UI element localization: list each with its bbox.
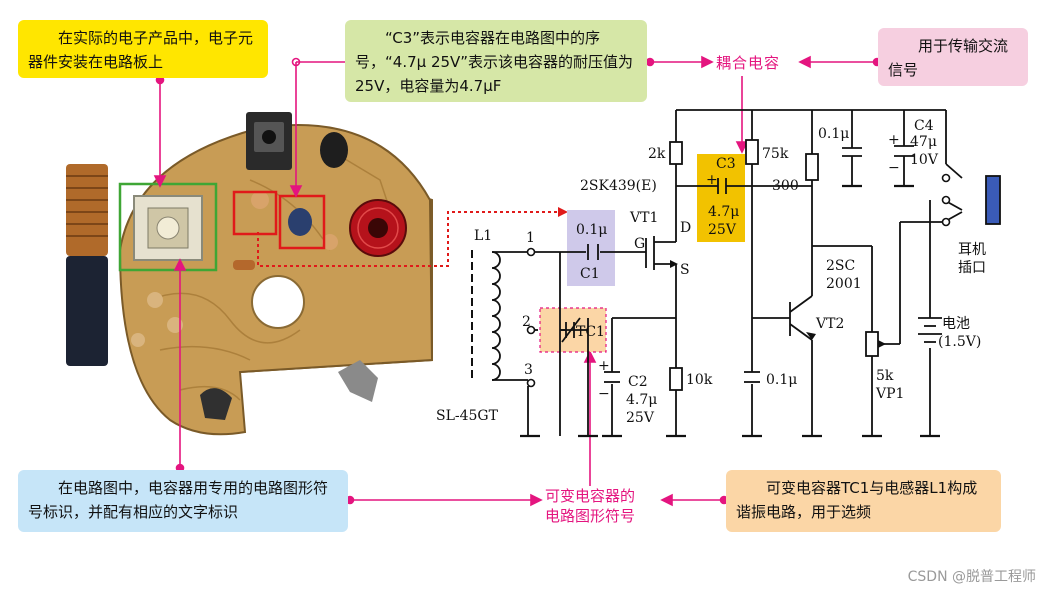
label-node1: 1	[526, 230, 535, 246]
electrolytic-capacitor	[320, 132, 348, 168]
green-highlight-box	[118, 182, 218, 272]
r-300	[805, 153, 819, 181]
r-2k	[669, 141, 683, 165]
label-c3-volt: 25V	[708, 222, 737, 238]
components	[561, 145, 942, 383]
label-vp1: VP1	[875, 386, 904, 402]
variable-label-line1: 可变电容器的	[544, 487, 635, 505]
label-node3: 3	[524, 362, 533, 378]
label-c4-val: 47μ	[910, 134, 937, 150]
label-c2-val: 4.7μ	[626, 392, 657, 408]
label-c4-volt: 10V	[910, 152, 939, 168]
label-earphone1: 耳机	[958, 242, 986, 258]
label-l1: L1	[474, 228, 492, 244]
label-r-2k: 2k	[648, 146, 666, 162]
label-vt2: VT2	[815, 316, 844, 332]
callout-symbol: 在电路图中，电容器用专用的电路图形符号标识，并配有相应的文字标识	[18, 470, 348, 532]
photo-to-c1-arrow	[257, 211, 560, 267]
label-battery-volt: (1.5V)	[938, 334, 981, 350]
vp1-resistor	[865, 331, 879, 357]
c3-highlight	[697, 154, 745, 242]
red-box-c1	[232, 190, 278, 236]
red-box-c3	[278, 194, 326, 250]
r-75k	[745, 139, 759, 165]
label-c3-val: 4.7μ	[708, 204, 739, 220]
label-r-75k: 75k	[762, 146, 789, 162]
callout-resonance: 可变电容器TC1与电感器L1构成谐振电路，用于选频	[726, 470, 1001, 532]
label-c1-val: 0.1μ	[576, 222, 607, 238]
label-c4-plus: +	[888, 132, 900, 148]
ferrite-coil	[66, 164, 108, 256]
callout-transmit: 用于传输交流信号	[878, 28, 1028, 86]
label-vt1: VT1	[629, 210, 658, 226]
callout-c3-meaning: “C3”表示电容器在电路图中的序号，“4.7μ 25V”表示该电容器的耐压值为2…	[345, 20, 647, 102]
c1-highlight	[567, 210, 615, 286]
label-vt2-model1: 2SC	[826, 258, 855, 274]
label-cap-top: 0.1μ	[818, 126, 849, 142]
label-c4-minus: −	[888, 160, 900, 176]
label-source: S	[680, 262, 690, 278]
variable-label-line2: 电路图形符号	[544, 507, 635, 525]
label-c3-name: C3	[716, 156, 736, 172]
label-c2-volt: 25V	[626, 410, 655, 426]
r-10k	[669, 367, 683, 391]
label-coupling-capacitor: 耦合电容	[716, 54, 781, 72]
earphone-jack	[985, 175, 1001, 225]
label-drain: D	[680, 220, 691, 236]
label-c2-plus: +	[598, 358, 610, 374]
pcb-photo	[66, 112, 568, 436]
ferrite-rod	[66, 256, 108, 366]
watermark: CSDN @脱普工程师	[907, 569, 1036, 585]
callout-pcb: 在实际的电子产品中，电子元器件安装在电路板上	[18, 20, 268, 78]
label-vp1-val: 5k	[876, 368, 894, 384]
label-earphone2: 插口	[958, 260, 986, 276]
label-gate: G	[634, 236, 645, 252]
label-c2-minus: −	[598, 386, 610, 402]
label-r-300: 300	[772, 178, 799, 194]
callout-connectors	[153, 55, 882, 507]
label-cap-bottom: 0.1μ	[766, 372, 797, 388]
c3-capacitor-photo	[288, 208, 312, 236]
label-battery-name: 电池	[942, 316, 970, 332]
label-c2-name: C2	[628, 374, 648, 390]
label-r-10k: 10k	[686, 372, 713, 388]
label-c1-name: C1	[580, 266, 600, 282]
label-node2: 2	[522, 314, 531, 330]
label-coil-model: SL-45GT	[436, 408, 499, 424]
board-hole	[251, 275, 305, 329]
label-fet-model: 2SK439(E)	[580, 178, 657, 194]
label-vt2-model2: 2001	[826, 276, 862, 292]
label-c4-name: C4	[914, 118, 934, 134]
circuit-wires	[491, 109, 963, 436]
label-c3-plus: +	[706, 172, 718, 188]
label-tc1: TC1	[576, 324, 605, 340]
label-variable-capacitor-symbol: 可变电容器的 电路图形符号	[540, 486, 640, 526]
